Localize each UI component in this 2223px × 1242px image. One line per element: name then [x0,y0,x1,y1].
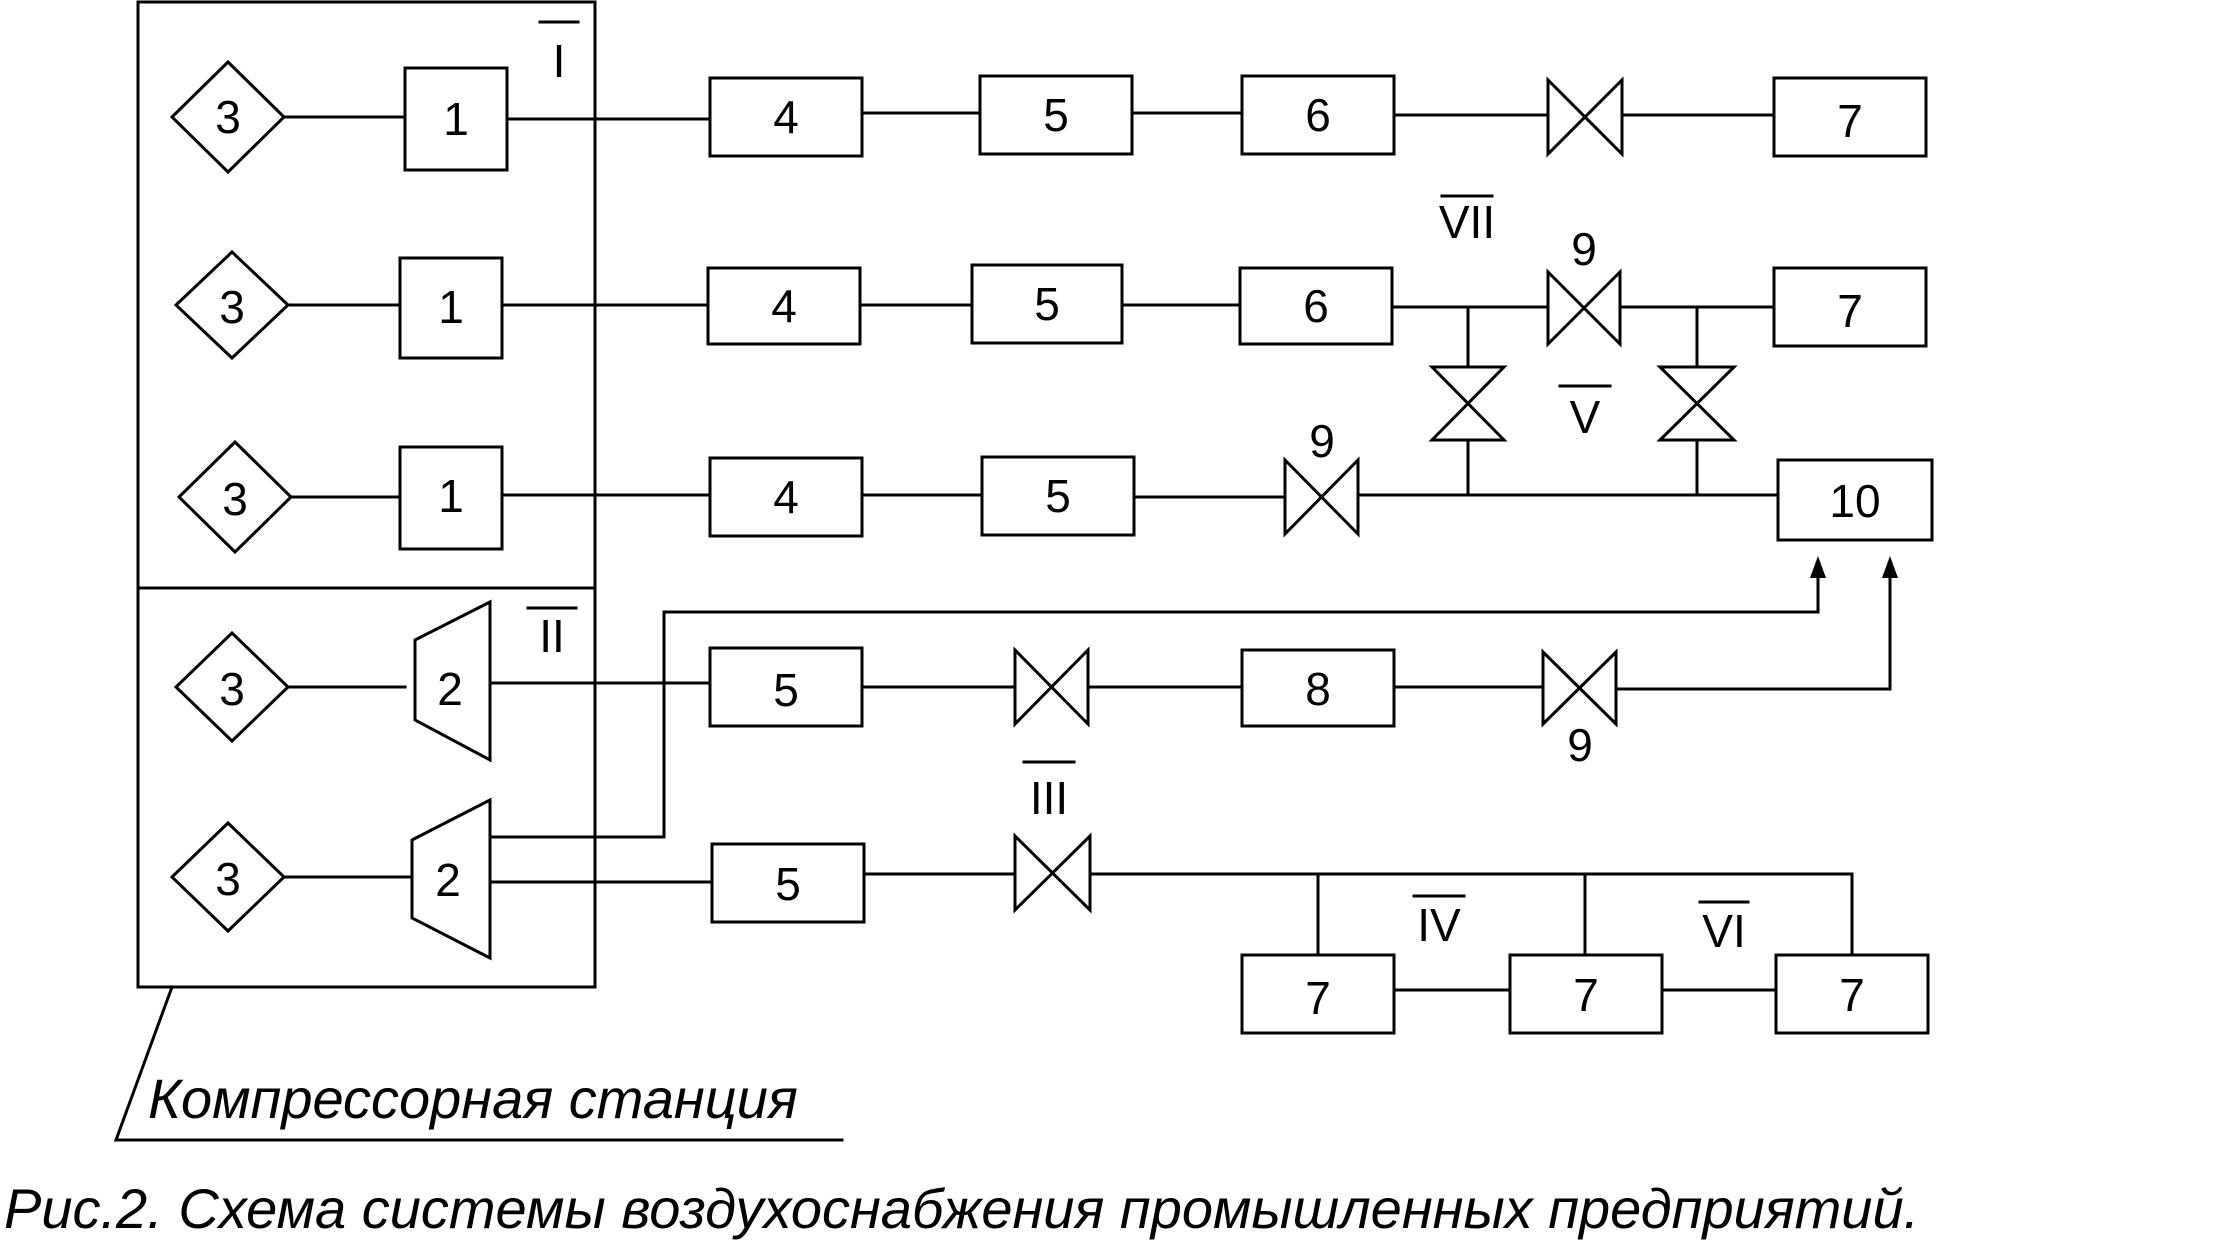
piston-compressor-r3 [398,445,504,551]
consumer-7-b2-label: 7 [1573,969,1599,1021]
valve-r1 [1546,76,1624,158]
line-iii-label: III [1030,772,1068,824]
pipe-to-10-right [1614,568,1892,691]
arrow-to-10-left [1810,556,1826,578]
line-vi-label: VI [1702,905,1745,957]
consumer-7-b1 [1240,953,1396,1035]
motor-r4-label: 3 [219,663,245,715]
consumer-7-r2 [1772,266,1928,348]
motor-r1 [169,59,287,175]
valve-9-r4 [1541,648,1618,728]
motor-r2-label: 3 [219,281,245,333]
valve-r4 [1013,646,1090,728]
motor-r1-label: 3 [215,91,241,143]
consumer-7-r2-label: 7 [1837,285,1863,337]
valve-r5 [1013,832,1092,914]
unit-5-r3-label: 5 [1045,470,1071,522]
motor-r2 [173,249,291,361]
station-label: Компрессорная станция [148,1067,798,1130]
consumer-7-b2 [1508,953,1664,1035]
valve-9-r4-label: 9 [1567,719,1593,771]
piston-compressor-r2 [398,256,504,360]
valve-9-r3 [1283,456,1360,538]
unit-4-r1 [708,76,864,158]
unit-5-r1-label: 5 [1043,89,1069,141]
unit-6-r2-label: 6 [1303,280,1329,332]
unit-6-r1 [1240,74,1396,156]
unit-4-r1-label: 4 [773,91,799,143]
consumer-7-r1-label: 7 [1837,95,1863,147]
valve-9-r2 [1546,268,1622,348]
line-vii-label: VII [1439,196,1495,248]
motor-r5 [169,820,287,934]
arrow-to-10-right [1882,556,1898,578]
unit-5-r5-label: 5 [775,858,801,910]
consumer-7-b3-label: 7 [1839,969,1865,1021]
unit-10-label: 10 [1829,475,1880,527]
figure-caption: Рис.2. Схема системы воздухоснабжения пр… [4,1177,1919,1240]
piston-compressor-r1-label: 1 [443,93,469,145]
unit-5-r2 [970,263,1124,345]
unit-4-r2-label: 4 [771,280,797,332]
line-ii-label: II [539,610,565,662]
unit-4-r2 [706,266,862,346]
turbo-compressor-r4 [413,599,492,763]
motor-r3-label: 3 [222,473,248,525]
station-leader [113,985,844,1142]
unit-4-r3-label: 4 [773,471,799,523]
valve-9-r2-label: 9 [1571,223,1597,275]
unit-5-r2-label: 5 [1034,278,1060,330]
unit-8-label: 8 [1305,663,1331,715]
unit-6-r2 [1238,266,1394,346]
motor-r4 [173,630,291,744]
piston-compressor-r2-label: 1 [438,281,464,333]
pipe-to-10-left [488,568,1820,839]
unit-8 [1240,648,1396,728]
turbo-compressor-r5 [410,797,492,961]
line-iv-label: IV [1417,899,1461,951]
turbo-compressor-r5-label: 2 [435,854,461,906]
turbo-compressor-r4-label: 2 [437,663,463,715]
valve-9-r3-label: 9 [1309,415,1335,467]
consumer-7-b1-label: 7 [1305,972,1331,1024]
unit-4-r3 [708,456,864,538]
consumer-7-r1 [1772,76,1928,158]
valve-bypass-right [1656,365,1738,442]
unit-5-r1 [978,74,1134,156]
valve-bypass-left [1428,365,1508,442]
unit-5-r4-label: 5 [773,664,799,716]
unit-10 [1776,458,1934,542]
motor-r3 [176,439,294,555]
motor-r5-label: 3 [215,853,241,905]
unit-5-r3 [980,455,1136,537]
unit-6-r1-label: 6 [1305,89,1331,141]
piston-compressor-r3-label: 1 [438,470,464,522]
consumer-7-b3 [1774,953,1930,1035]
unit-5-r5 [710,842,866,924]
line-i-label: I [553,35,566,87]
line-v-label: V [1570,391,1601,443]
